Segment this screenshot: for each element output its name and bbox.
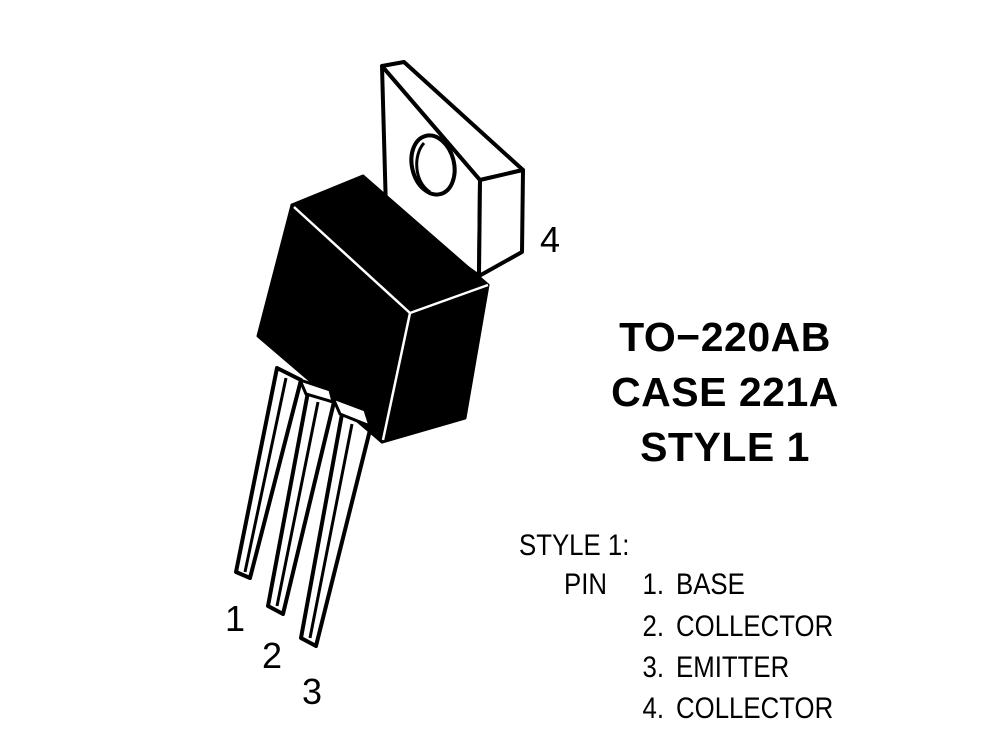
mounting-hole <box>409 133 457 197</box>
pinout-row-number: 2. <box>642 610 664 643</box>
pinout-row-function: COLLECTOR <box>676 610 834 643</box>
pin-number-2-label: 2 <box>262 635 283 676</box>
package-title-block: TO−220AB CASE 221A STYLE 1 <box>580 310 870 475</box>
pinout-row-4: 4. COLLECTOR <box>519 689 879 729</box>
pin-number-1-label: 1 <box>225 598 246 639</box>
pinout-row-number: 4. <box>642 692 664 725</box>
pinout-row-number: 3. <box>642 651 664 684</box>
case-number: CASE 221A <box>611 369 839 415</box>
package-name: TO−220AB <box>619 314 831 360</box>
pinout-row-2: 2. COLLECTOR <box>519 607 879 647</box>
lead-1 <box>234 366 303 580</box>
pin-number-4-label: 4 <box>540 219 561 260</box>
pin-prefix: PIN <box>564 568 608 601</box>
body-vertical-edge-highlight <box>381 312 412 441</box>
mounting-hole-inner-edge <box>415 141 431 194</box>
pinout-row-function: EMITTER <box>676 651 790 684</box>
pinout-row-3: 3. EMITTER <box>519 648 879 688</box>
style-number: STYLE 1 <box>640 424 810 470</box>
pin-number-3-label: 3 <box>302 671 323 712</box>
lead-shoulder-3 <box>330 395 373 429</box>
metal-tab-side-edge <box>477 168 525 278</box>
pinout-row-1: PIN 1. BASE <box>519 565 879 605</box>
pinout-row-function: BASE <box>676 568 745 601</box>
lead-shoulder-2 <box>297 377 336 405</box>
pinout-row-function: COLLECTOR <box>676 692 834 725</box>
pinout-row-number: 1. <box>642 568 664 601</box>
pinout-heading: STYLE 1: <box>519 529 630 562</box>
